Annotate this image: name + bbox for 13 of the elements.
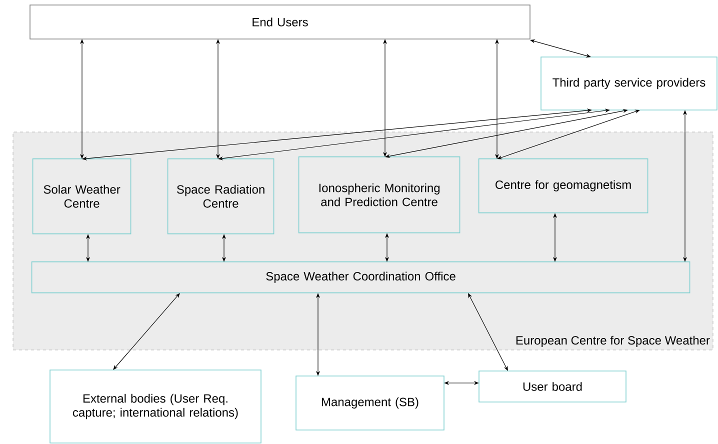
centre-box: Space Radiation Centre (167, 158, 274, 234)
arrow (497, 110, 640, 160)
office-box: Space Weather Coordination Office (31, 261, 690, 294)
provider-box: Third party service providers (540, 56, 718, 110)
centre-box: Ionospheric Monitoring and Prediction Centre (298, 156, 460, 234)
body-box: Management (SB) (296, 376, 444, 430)
centre-box: Centre for geomagnetism (478, 158, 648, 214)
body-box: User board (478, 370, 626, 402)
arrow (468, 293, 508, 371)
centre-box: Solar Weather Centre (32, 158, 132, 234)
arrow (113, 293, 180, 370)
user-box: End Users (30, 4, 530, 40)
body-box: External bodies (User Req. capture; international relations) (50, 370, 262, 444)
